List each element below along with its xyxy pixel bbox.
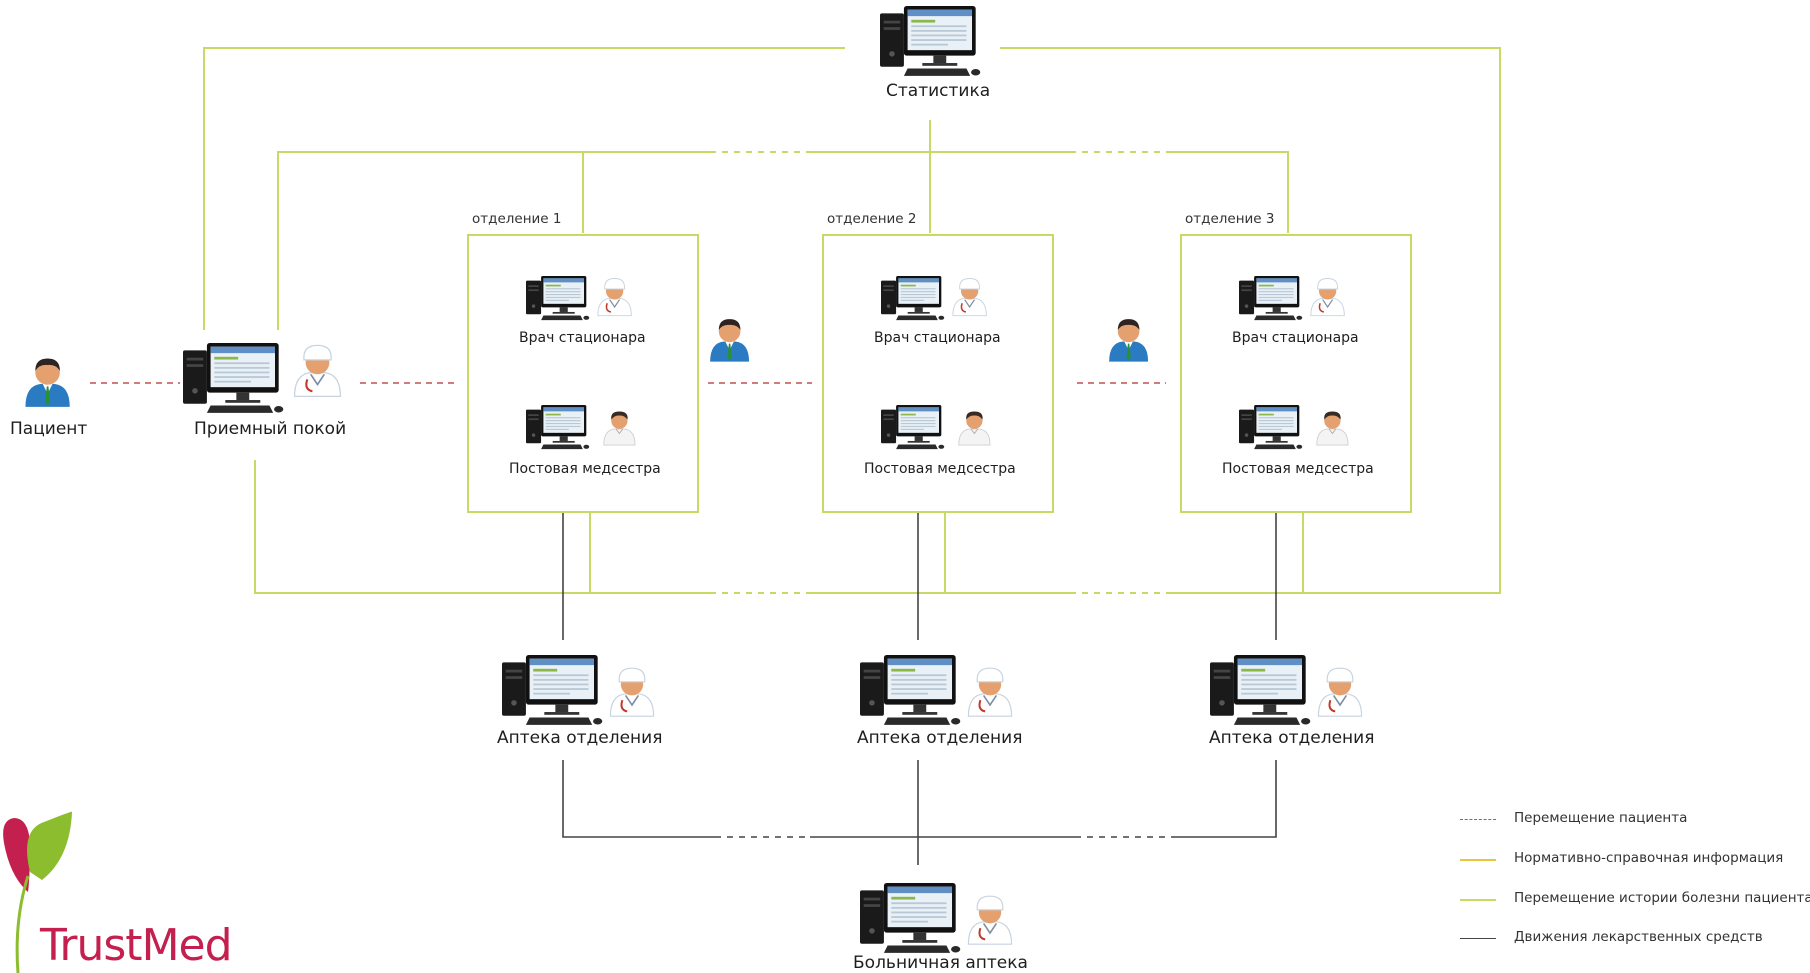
legend-item-reference-info: Нормативно-справочная информация <box>1460 850 1805 870</box>
hospital-pharmacy-label: Больничная аптека <box>853 953 1028 973</box>
admission-computer-icon <box>183 343 284 413</box>
dept2-doctor-label: Врач стационара <box>874 330 1001 346</box>
admission-label: Приемный покой <box>194 419 347 439</box>
patient-icon <box>25 358 70 407</box>
legend-swatch <box>1460 819 1496 820</box>
legend-label: Перемещение истории болезни пациента <box>1514 890 1810 906</box>
trustmed-logo-mark <box>3 811 73 973</box>
pharmacy3-label: Аптека отделения <box>1209 728 1375 748</box>
pharmacy2-label: Аптека отделения <box>857 728 1023 748</box>
trustmed-logo-text: TrustMed <box>40 920 233 971</box>
department-2-title: отделение 2 <box>827 211 917 227</box>
dept1-nurse-label: Постовая медсестра <box>509 461 661 477</box>
legend-label: Движения лекарственных средств <box>1514 929 1763 945</box>
legend-item-medicine-movement: Движения лекарственных средств <box>1460 929 1805 949</box>
legend-label: Нормативно-справочная информация <box>1514 850 1784 866</box>
dept3-doctor-label: Врач стационара <box>1232 330 1359 346</box>
legend-swatch <box>1460 938 1496 939</box>
pharmacy1-computer-icon <box>502 655 603 725</box>
dept3-nurse-label: Постовая медсестра <box>1222 461 1374 477</box>
department-3-title: отделение 3 <box>1185 211 1275 227</box>
legend-swatch <box>1460 859 1496 861</box>
admission-doctor-icon <box>293 344 342 398</box>
legend-swatch <box>1460 899 1496 901</box>
pharmacy1-doctor-icon <box>609 667 655 718</box>
pharmacy1-label: Аптека отделения <box>497 728 663 748</box>
pharmacy2-computer-icon <box>860 655 961 725</box>
hospital-pharmacy-computer-icon <box>860 883 961 953</box>
legend-item-patient-movement: Перемещение пациента <box>1460 810 1805 830</box>
department-1-title: отделение 1 <box>472 211 562 227</box>
pharmacy3-doctor-icon <box>1317 667 1363 718</box>
statistics-label: Статистика <box>886 81 991 101</box>
patient-between-dept-2-3-icon <box>1109 319 1149 362</box>
pharmacy3-computer-icon <box>1210 655 1311 725</box>
patient-label: Пациент <box>10 419 88 439</box>
legend-item-history-movement: Перемещение истории болезни пациента <box>1460 890 1810 910</box>
hospital-pharmacy-doctor-icon <box>967 895 1013 946</box>
connection-lines <box>90 47 1501 865</box>
pharmacy2-doctor-icon <box>967 667 1013 718</box>
dept2-nurse-label: Постовая медсестра <box>864 461 1016 477</box>
dept1-doctor-label: Врач стационара <box>519 330 646 346</box>
legend-label: Перемещение пациента <box>1514 810 1688 826</box>
statistics-computer-icon <box>880 6 981 76</box>
patient-between-dept-1-2-icon <box>710 319 750 362</box>
